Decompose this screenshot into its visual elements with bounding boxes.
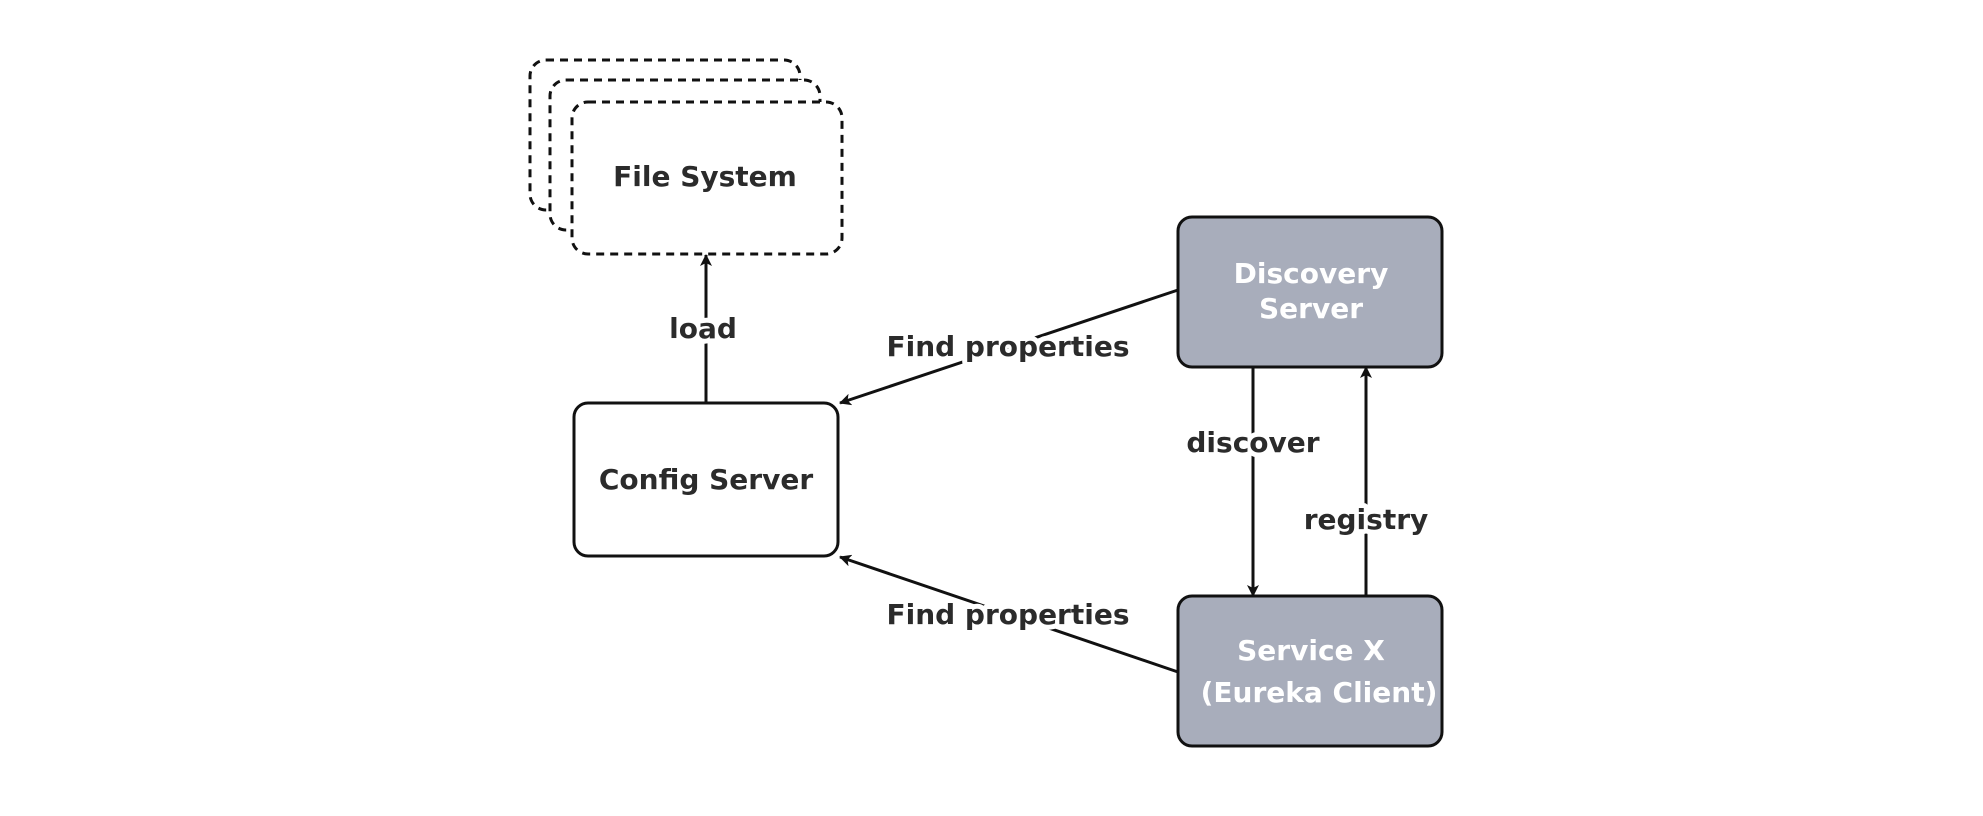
discovery-server-label-line2: Server: [1259, 292, 1363, 325]
edge-registry-label: registry: [1304, 503, 1429, 536]
service-x-label-line1: Service X: [1237, 634, 1385, 667]
edge-find-properties-top: Find properties: [839, 288, 1179, 406]
discovery-server-node: Discovery Server: [1176, 215, 1444, 369]
file-system-label: File System: [613, 160, 797, 193]
edge-discover: discover: [1181, 367, 1325, 597]
edge-load: load: [664, 254, 742, 403]
service-x-node: Service X (Eureka Client): [1176, 594, 1444, 748]
edge-load-label: load: [669, 312, 737, 345]
edge-registry: registry: [1299, 366, 1433, 596]
file-system-stack-front: [570, 100, 844, 256]
discovery-server-box: [1176, 215, 1444, 369]
service-x-label-line2: (Eureka Client): [1201, 676, 1438, 709]
edge-find-properties-top-label: Find properties: [886, 330, 1129, 363]
discovery-server-label-line1: Discovery: [1234, 257, 1389, 290]
config-server-label: Config Server: [599, 463, 813, 496]
edge-find-properties-bottom: Find properties: [839, 554, 1179, 674]
edge-find-properties-bottom-label: Find properties: [886, 598, 1129, 631]
edge-discover-label: discover: [1186, 426, 1319, 459]
edge-find-properties-bottom-arrow: [839, 554, 1179, 674]
file-system-node: File System: [528, 58, 844, 256]
service-x-box: [1176, 594, 1444, 748]
config-server-node: Config Server: [572, 401, 840, 558]
edge-find-properties-top-arrow: [839, 288, 1179, 406]
